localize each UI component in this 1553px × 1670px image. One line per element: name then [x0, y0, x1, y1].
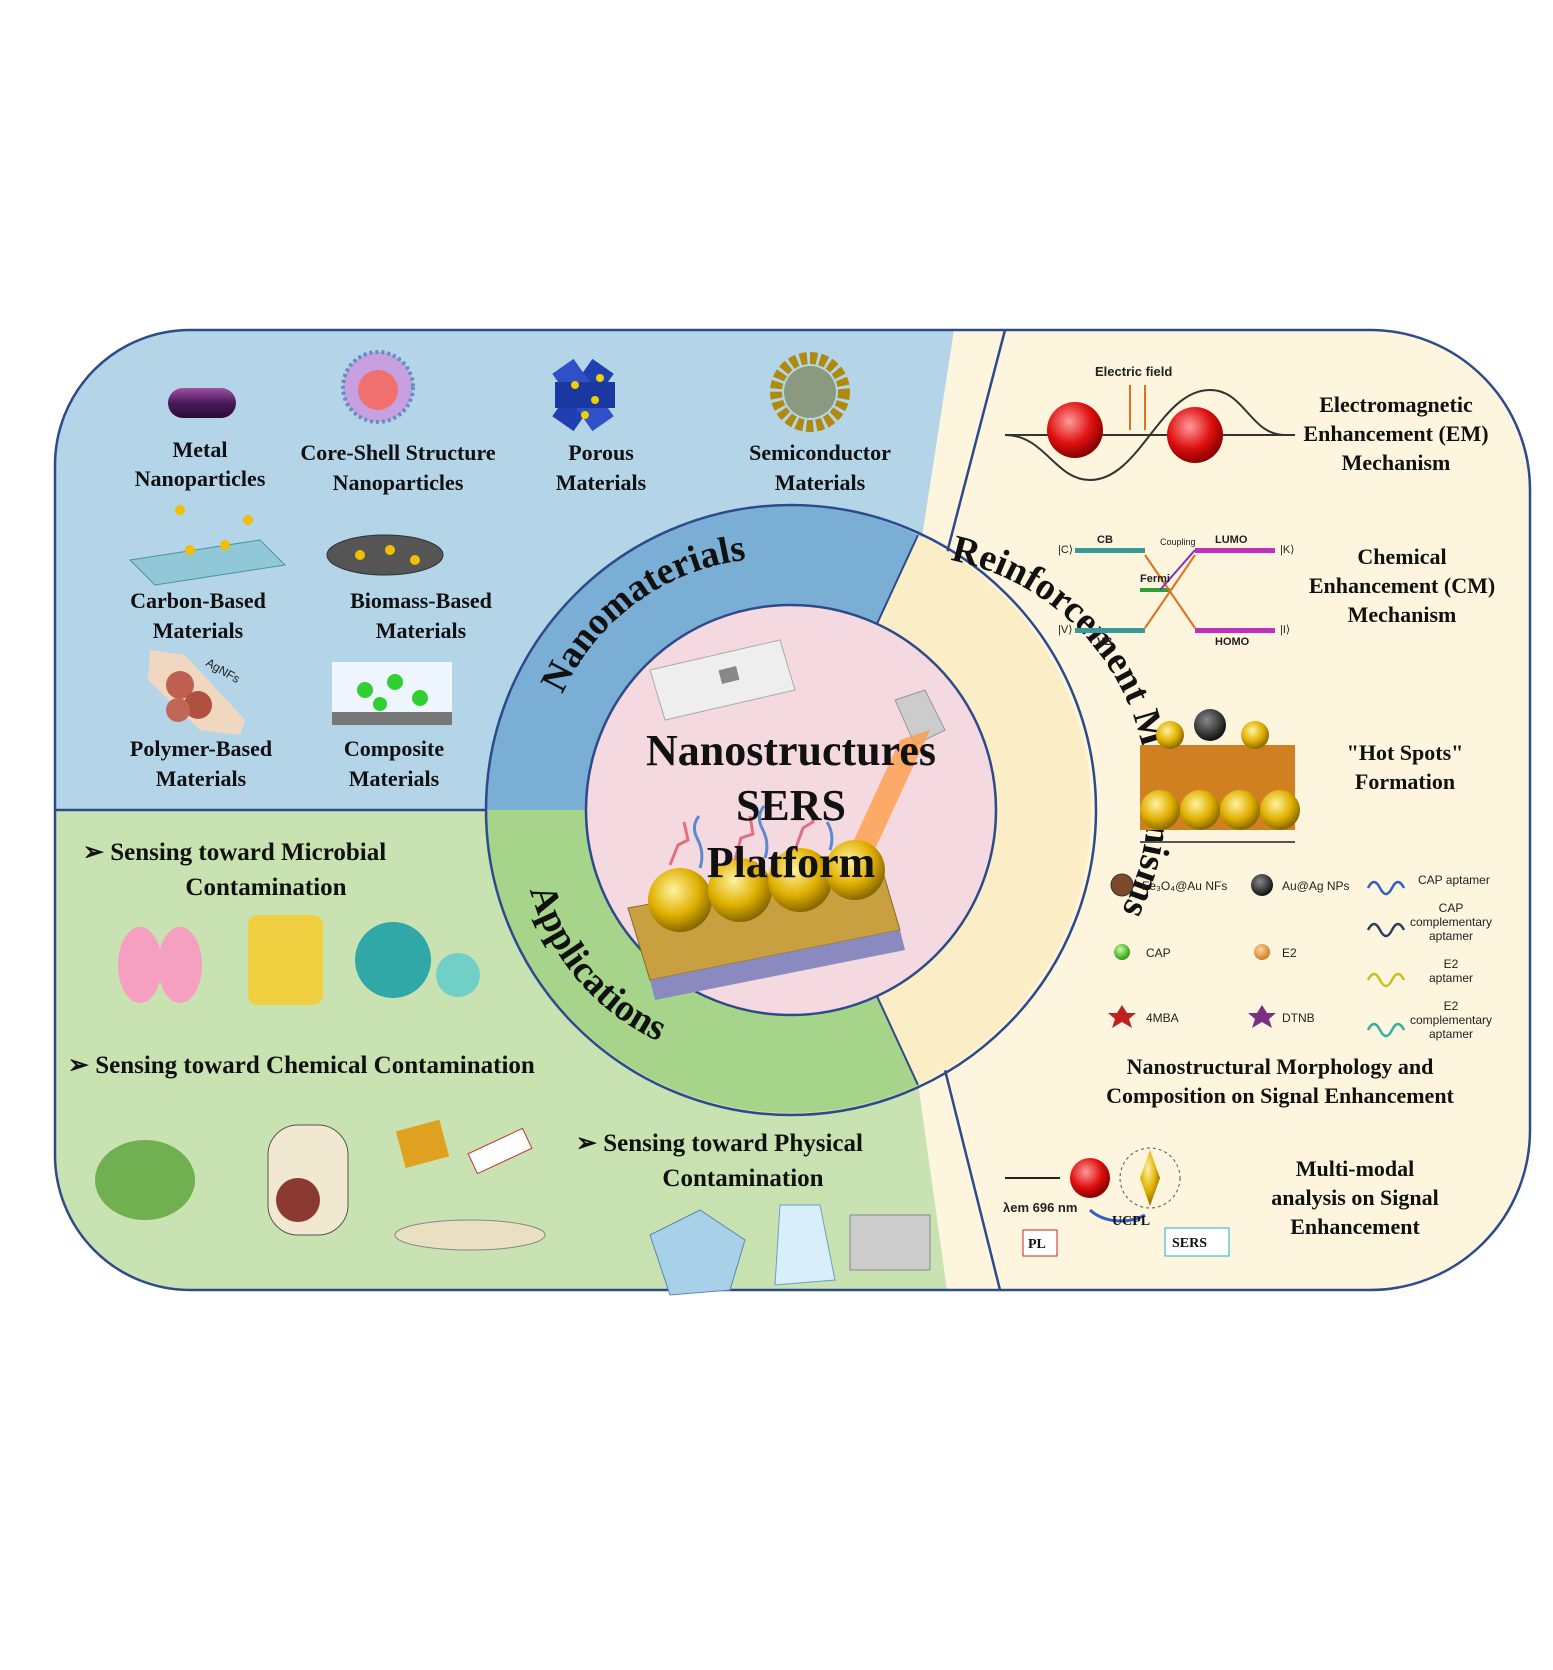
- label-porous-1: Porous: [568, 440, 634, 465]
- center-title-line3: Platform: [707, 838, 876, 887]
- label-polymer-1: Polymer-Based: [130, 736, 272, 761]
- mm-ucpl: UCPL: [1112, 1214, 1150, 1229]
- label-porous-2: Materials: [556, 470, 647, 495]
- label-coreshell-2: Nanoparticles: [333, 470, 464, 495]
- cm-lumo: LUMO: [1215, 534, 1248, 546]
- metal-nanoparticles-icon: [168, 388, 236, 418]
- label-physical-1: ➢ Sensing toward Physical: [576, 1130, 863, 1157]
- legend-e2-comp-2: complementary: [1410, 1013, 1492, 1027]
- mm-lambda: λem 696 nm: [1003, 1200, 1077, 1215]
- microbe-icons: [118, 915, 480, 1005]
- label-multimodal-1: Multi-modal: [1296, 1156, 1415, 1181]
- label-coreshell-1: Core-Shell Structure: [300, 440, 496, 465]
- label-cm-1: Chemical: [1357, 544, 1446, 569]
- carbon-based-icon: [128, 505, 287, 586]
- legend-cap: CAP: [1146, 946, 1171, 960]
- legend-4mba: 4MBA: [1146, 1011, 1179, 1025]
- label-microbial-2: Contamination: [185, 874, 346, 901]
- label-cm-3: Mechanism: [1348, 602, 1457, 627]
- cm-vb: VB: [1097, 636, 1112, 648]
- cm-homo: HOMO: [1215, 636, 1250, 648]
- label-biomass-1: Biomass-Based: [350, 588, 492, 613]
- legend-auag: Au@Ag NPs: [1282, 879, 1350, 893]
- legend-cap-comp-1: CAP: [1439, 901, 1464, 915]
- label-carbon-1: Carbon-Based: [130, 588, 266, 613]
- core-shell-icon: [341, 350, 415, 424]
- label-metal-1: Metal: [173, 437, 228, 462]
- label-hotspots-2: Formation: [1355, 769, 1455, 794]
- legend-e2-comp-1: E2: [1444, 999, 1459, 1013]
- label-carbon-2: Materials: [153, 618, 244, 643]
- label-chemical: ➢ Sensing toward Chemical Contamination: [68, 1052, 535, 1079]
- legend-e2: E2: [1282, 946, 1297, 960]
- label-multimodal-3: Enhancement: [1290, 1214, 1420, 1239]
- label-polymer-2: Materials: [156, 766, 247, 791]
- cm-i: |I⟩: [1280, 624, 1290, 636]
- legend-e2-apt-1: E2: [1444, 957, 1459, 971]
- label-semiconductor-1: Semiconductor: [749, 440, 891, 465]
- label-morph-2: Composition on Signal Enhancement: [1106, 1083, 1454, 1108]
- probe-legend: Fe₃O₄@Au NFs Au@Ag NPs CAP aptamer CAP E…: [1108, 873, 1492, 1041]
- cm-mechanism-diagram: CB VB LUMO HOMO Fermi Coupling |C⟩ |V⟩ |…: [1058, 534, 1295, 648]
- label-morph-1: Nanostructural Morphology and: [1127, 1054, 1434, 1079]
- hot-spots-diagram: [1140, 709, 1300, 843]
- legend-cap-comp-3: aptamer: [1429, 929, 1473, 943]
- cm-c: |C⟩: [1058, 544, 1073, 556]
- cm-v: |V⟩: [1058, 624, 1073, 636]
- cm-k: |K⟩: [1280, 544, 1295, 556]
- legend-e2-apt-2: aptamer: [1429, 971, 1473, 985]
- center-title-line2: SERS: [736, 781, 846, 830]
- porous-materials-icon: [552, 358, 615, 432]
- chemical-icons: [95, 1119, 546, 1251]
- em-mechanism-diagram: Electric field: [1004, 364, 1295, 482]
- legend-fe3o4: Fe₃O₄@Au NFs: [1142, 879, 1227, 893]
- label-composite-1: Composite: [344, 736, 444, 761]
- label-em-2: Enhancement (EM): [1303, 421, 1488, 446]
- label-physical-2: Contamination: [662, 1165, 823, 1192]
- legend-dtnb: DTNB: [1282, 1011, 1315, 1025]
- biomass-based-icon: [326, 534, 444, 576]
- label-biomass-2: Materials: [376, 618, 467, 643]
- cm-fermi: Fermi: [1140, 573, 1170, 585]
- legend-cap-aptamer: CAP aptamer: [1418, 873, 1490, 887]
- center-title-line1: Nanostructures: [646, 726, 936, 775]
- label-composite-2: Materials: [349, 766, 440, 791]
- cm-coupling: Coupling: [1160, 537, 1196, 547]
- label-cm-2: Enhancement (CM): [1309, 573, 1495, 598]
- label-multimodal-2: analysis on Signal: [1271, 1185, 1439, 1210]
- label-hotspots-1: "Hot Spots": [1347, 740, 1464, 765]
- label-semiconductor-2: Materials: [775, 470, 866, 495]
- mm-sers: SERS: [1172, 1236, 1207, 1251]
- em-field-label: Electric field: [1095, 364, 1172, 379]
- label-metal-2: Nanoparticles: [135, 466, 266, 491]
- composite-icon: [332, 662, 452, 725]
- multimodal-diagram: λem 696 nm PL UCPL SERS: [1003, 1147, 1230, 1257]
- semiconductor-materials-icon: [770, 352, 850, 432]
- label-microbial-1: ➢ Sensing toward Microbial: [83, 839, 386, 866]
- label-em-3: Mechanism: [1342, 450, 1451, 475]
- sers-platform-illustration: [627, 639, 946, 1000]
- physical-contaminant-icons: [649, 1204, 931, 1296]
- mm-pl: PL: [1028, 1237, 1046, 1252]
- label-em-1: Electromagnetic: [1319, 392, 1473, 417]
- legend-cap-comp-2: complementary: [1410, 915, 1492, 929]
- outer-border: [53, 328, 1532, 1292]
- cm-cb: CB: [1097, 534, 1113, 546]
- legend-e2-comp-3: aptamer: [1429, 1027, 1473, 1041]
